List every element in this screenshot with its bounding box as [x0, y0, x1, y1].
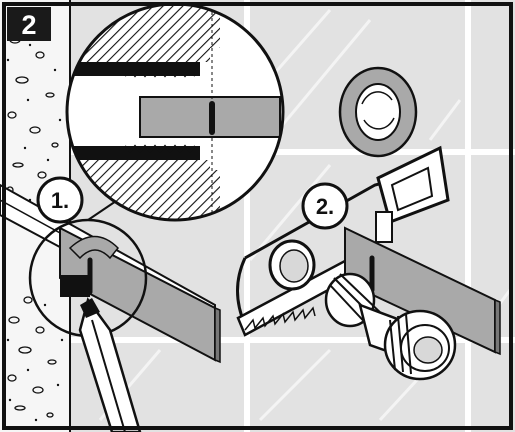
- callout-1: 1.: [36, 176, 84, 224]
- step-number: 2: [21, 10, 36, 40]
- small-ring: [268, 239, 316, 291]
- marker-pen: [78, 297, 142, 432]
- callout-1-label: 1.: [51, 188, 69, 213]
- seal-ring: [338, 66, 418, 158]
- callout-2-label: 2.: [316, 194, 334, 219]
- threaded-adapter: [324, 272, 457, 381]
- threaded-fitting-right: [344, 226, 501, 356]
- step-badge: 2: [7, 7, 51, 41]
- callout-2: 2.: [301, 182, 349, 230]
